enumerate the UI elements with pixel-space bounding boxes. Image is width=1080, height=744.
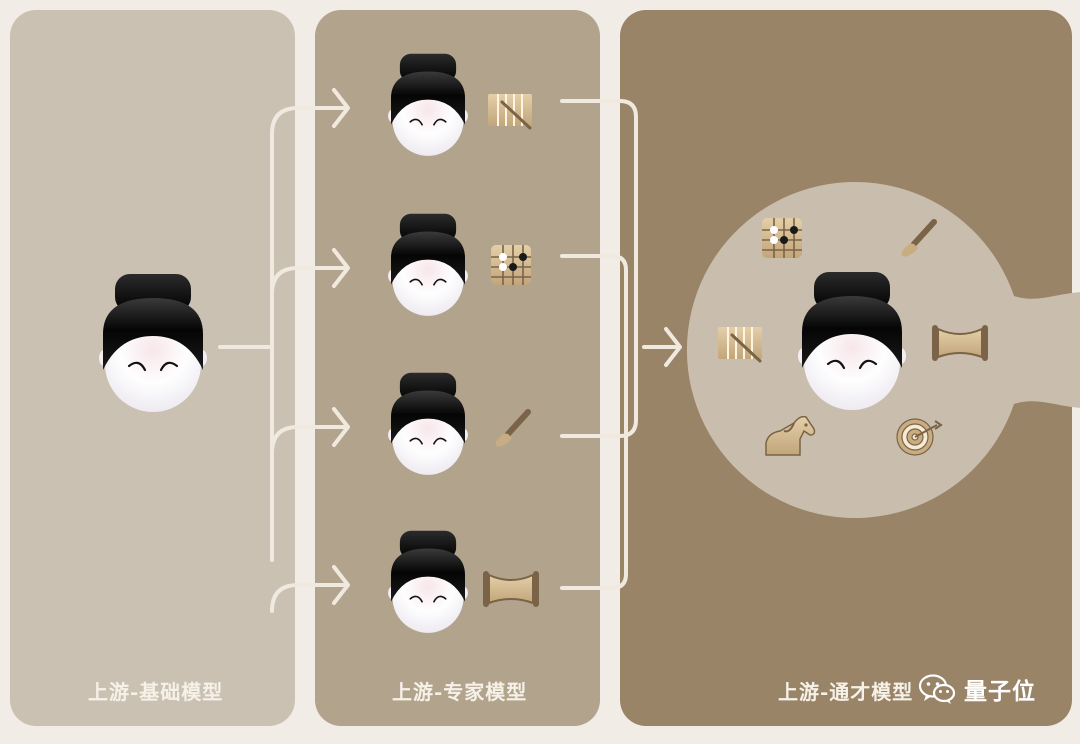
split-branch-line-2 [270, 266, 346, 296]
weiqi-board-icon [762, 218, 802, 258]
archery-target-icon [896, 418, 943, 456]
panel-expert [315, 10, 600, 726]
merge-arrowhead [664, 327, 682, 367]
right-eye [433, 437, 447, 445]
panel-label-expert: 上游-专家模型 [392, 680, 528, 704]
split-branch-line-4 [270, 583, 346, 613]
hair [103, 298, 203, 370]
left-eye [826, 359, 846, 370]
left-eye [409, 278, 423, 286]
flow-arrows [218, 88, 682, 613]
guqin-icon [718, 327, 762, 363]
panel-label-foundation: 上游-基础模型 [88, 680, 224, 704]
right-eye [433, 595, 447, 603]
split-arrowhead-2 [332, 248, 350, 288]
expert-model-figure-3 [388, 372, 468, 475]
right-eye [433, 118, 447, 126]
horse-icon [765, 415, 816, 456]
split-arrowhead-1 [332, 88, 350, 128]
weiqi-board-icon [491, 245, 531, 285]
calligraphy-brush-icon [495, 409, 531, 447]
hair [391, 71, 465, 125]
foundation-model-figure [99, 274, 207, 412]
expert-model-figure-1 [388, 53, 468, 156]
guqin-icon [488, 94, 532, 130]
split-branch-line-1 [270, 106, 346, 136]
watermark-text: 量子位 [964, 679, 1036, 705]
right-eye [858, 359, 878, 370]
expert-model-figure-4 [388, 530, 468, 633]
scroll-icon [932, 325, 988, 361]
calligraphy-brush-icon [901, 219, 937, 257]
left-eye [409, 118, 423, 126]
merge-bracket-inner [560, 254, 628, 590]
hair [802, 296, 902, 368]
split-arrowhead-4 [332, 565, 350, 605]
generalist-model-figure [798, 272, 906, 410]
scroll-icon [483, 571, 539, 607]
figures-layer [99, 53, 906, 633]
skill-props-layer [483, 94, 988, 607]
left-eye [409, 437, 423, 445]
watermark: 量子位 [918, 672, 1036, 706]
left-eye [409, 595, 423, 603]
split-arrowhead-3 [332, 407, 350, 447]
right-eye [433, 278, 447, 286]
wechat-icon [918, 674, 956, 704]
expert-model-figure-2 [388, 213, 468, 316]
panel-label-generalist: 上游-通才模型 [778, 680, 914, 704]
split-branch-line-3 [270, 425, 346, 455]
left-eye [127, 361, 147, 372]
hair [391, 390, 465, 444]
right-eye [159, 361, 179, 372]
hair [391, 231, 465, 285]
hair [391, 548, 465, 602]
